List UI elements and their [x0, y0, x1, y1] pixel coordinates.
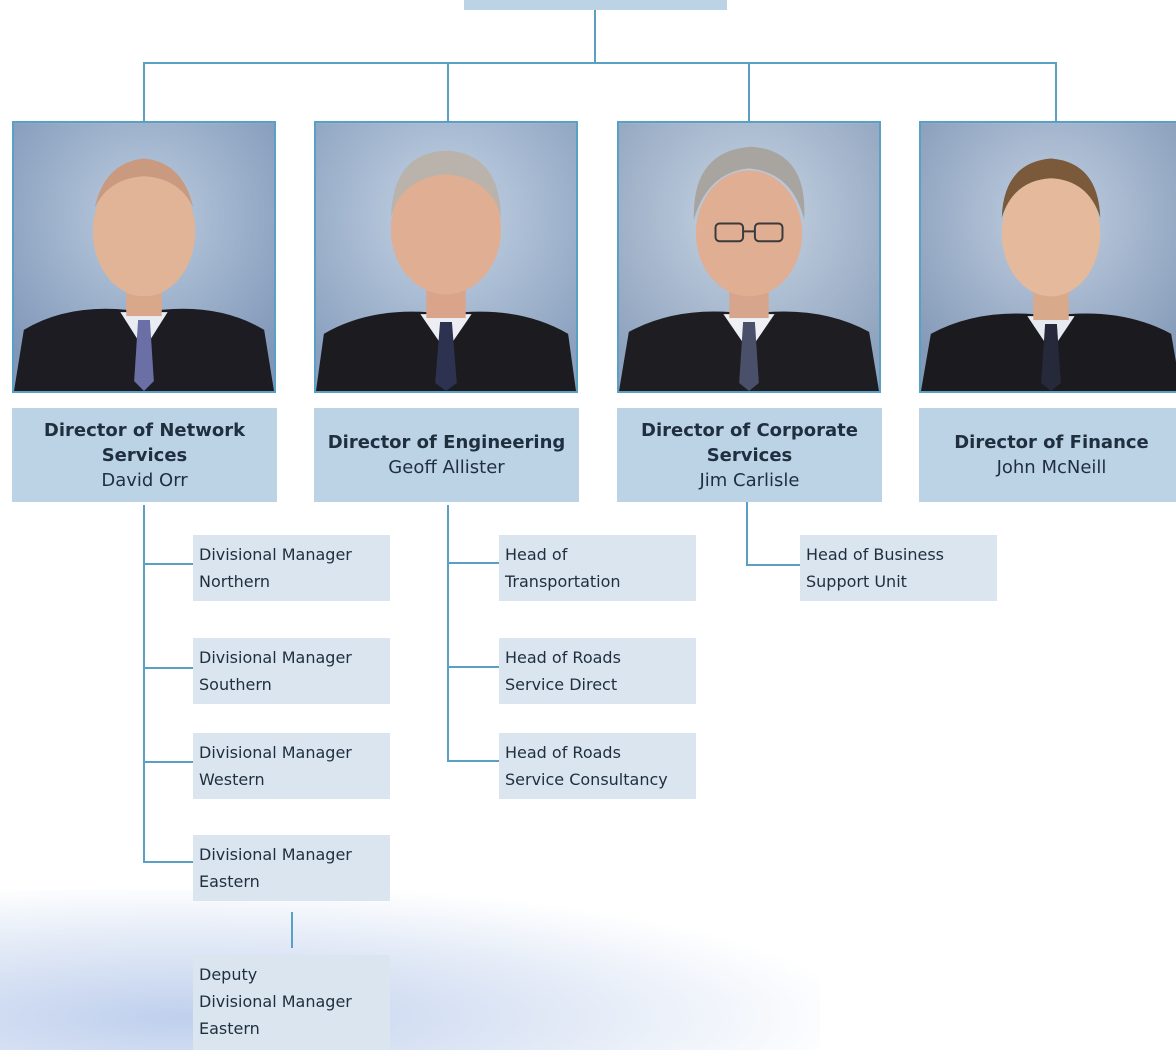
director-title-line: Director of Network	[43, 419, 246, 441]
connector-engineering-branch	[447, 666, 499, 668]
unit-label-line: Divisional Manager	[199, 743, 352, 762]
director-name: John McNeill	[996, 457, 1107, 478]
unit-label-line: Divisional Manager	[199, 992, 352, 1011]
director-title-line: Director of Corporate	[641, 419, 858, 441]
connector-network-branch	[143, 761, 193, 763]
unit-label-line: Deputy	[199, 965, 258, 984]
connector-network-branch	[143, 861, 193, 863]
unit-box-divisional-southern: Divisional Manager Southern	[193, 638, 390, 704]
director-title-line: Director of Engineering	[327, 432, 566, 453]
unit-box-divisional-eastern: Divisional Manager Eastern	[193, 835, 390, 901]
unit-box-head-of-business-support-unit: Head of Business Support Unit	[800, 535, 997, 601]
unit-label-line: Head of Business	[806, 545, 944, 564]
director-title-line: Services	[101, 444, 188, 466]
connector-drop-4	[1055, 62, 1057, 122]
connector-top-bar	[143, 62, 1057, 64]
portrait-photo-icon	[619, 123, 879, 391]
unit-box-head-of-roads-service-consultancy: Head of Roads Service Consultancy	[499, 733, 696, 799]
director-box-corporate-services: Director of Corporate Services Jim Carli…	[617, 408, 882, 502]
connector-drop-2	[447, 62, 449, 122]
director-name: Jim Carlisle	[699, 469, 800, 491]
connector-engineering-trunk	[447, 505, 449, 762]
unit-box-deputy-divisional-eastern: Deputy Divisional Manager Eastern	[193, 955, 390, 1050]
portrait-photo-icon	[14, 123, 274, 391]
unit-label-line: Divisional Manager	[199, 648, 352, 667]
unit-label-line: Northern	[199, 572, 271, 591]
unit-box-divisional-northern: Divisional Manager Northern	[193, 535, 390, 601]
unit-label-line: Eastern	[199, 872, 260, 891]
unit-label-line: Head of	[505, 545, 568, 564]
unit-label-line: Support Unit	[806, 572, 907, 591]
connector-eastern-deputy	[291, 912, 293, 948]
connector-network-branch	[143, 563, 193, 565]
unit-label-line: Service Consultancy	[505, 770, 668, 789]
unit-label-line: Divisional Manager	[199, 845, 352, 864]
director-name: Geoff Allister	[388, 457, 505, 478]
chief-executive-box	[464, 0, 727, 10]
director-box-network-services: Director of Network Services David Orr	[12, 408, 277, 502]
unit-label-line: Transportation	[505, 572, 621, 591]
portrait-engineering	[314, 121, 578, 393]
unit-box-head-of-transportation: Head of Transportation	[499, 535, 696, 601]
connector-engineering-branch	[447, 562, 499, 564]
portrait-finance	[919, 121, 1176, 393]
unit-box-head-of-roads-service-direct: Head of Roads Service Direct	[499, 638, 696, 704]
portrait-corporate-services	[617, 121, 881, 393]
connector-network-branch	[143, 667, 193, 669]
connector-network-trunk	[143, 505, 145, 863]
director-name: David Orr	[101, 469, 188, 491]
connector-drop-1	[143, 62, 145, 122]
unit-label-line: Head of Roads	[505, 648, 621, 667]
unit-label-line: Service Direct	[505, 675, 618, 694]
director-title-line: Director of Finance	[954, 432, 1149, 453]
connector-drop-3	[748, 62, 750, 122]
unit-label-line: Divisional Manager	[199, 545, 352, 564]
unit-label-line: Eastern	[199, 1019, 260, 1038]
connector-corporate-trunk	[746, 502, 748, 566]
director-title-line: Services	[706, 444, 793, 466]
connector-corporate-branch	[746, 564, 800, 566]
portrait-network-services	[12, 121, 276, 393]
portrait-photo-icon	[921, 123, 1176, 391]
unit-label-line: Western	[199, 770, 265, 789]
connector-engineering-branch	[447, 760, 499, 762]
background-glow	[0, 890, 820, 1050]
portrait-photo-icon	[316, 123, 576, 391]
unit-label-line: Southern	[199, 675, 272, 694]
unit-label-line: Head of Roads	[505, 743, 621, 762]
director-box-finance: Director of Finance John McNeill	[919, 408, 1176, 502]
director-box-engineering: Director of Engineering Geoff Allister	[314, 408, 579, 502]
connector-root-stem	[594, 10, 596, 64]
unit-box-divisional-western: Divisional Manager Western	[193, 733, 390, 799]
